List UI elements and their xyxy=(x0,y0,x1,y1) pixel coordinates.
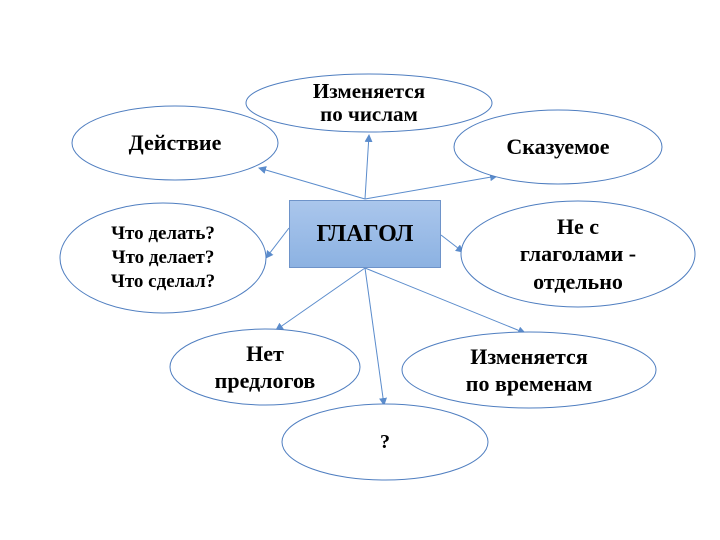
node-voprosy: Что делать? Что делает? Что сделал? xyxy=(110,223,216,292)
node-vremena: Изменяется по временам xyxy=(465,343,593,397)
ellipse-ne xyxy=(460,200,696,308)
ellipse-deistvie xyxy=(71,105,279,181)
node-deistvie: Действие xyxy=(128,130,222,156)
arrow-to-ne xyxy=(440,234,464,253)
center-node-glagol: ГЛАГОЛ xyxy=(289,200,441,268)
node-predlogi: Нет предлогов xyxy=(214,340,316,394)
ellipse-unknown xyxy=(281,403,489,481)
arrow-to-predlogi xyxy=(275,267,366,331)
node-skazuemoe: Сказуемое xyxy=(506,134,610,160)
arrow-to-deistvie xyxy=(258,166,366,200)
ellipse-vremena xyxy=(401,331,657,409)
node-ne: Не с глаголами - отдельно xyxy=(519,213,637,294)
node-unknown: ? xyxy=(380,430,390,453)
center-label: ГЛАГОЛ xyxy=(316,220,414,247)
arrow-to-vremena xyxy=(364,267,526,335)
ellipse-chisla xyxy=(245,73,493,133)
ellipse-voprosy xyxy=(59,202,267,314)
arrow-to-chisla xyxy=(364,134,373,200)
ellipse-predlogi xyxy=(169,328,361,406)
ellipse-skazuemoe xyxy=(453,109,663,185)
node-chisla: Изменяется по числам xyxy=(312,78,426,126)
arrow-to-voprosy xyxy=(265,227,290,259)
arrow-to-unknown xyxy=(364,267,388,406)
arrow-to-skazuemoe xyxy=(364,173,498,200)
